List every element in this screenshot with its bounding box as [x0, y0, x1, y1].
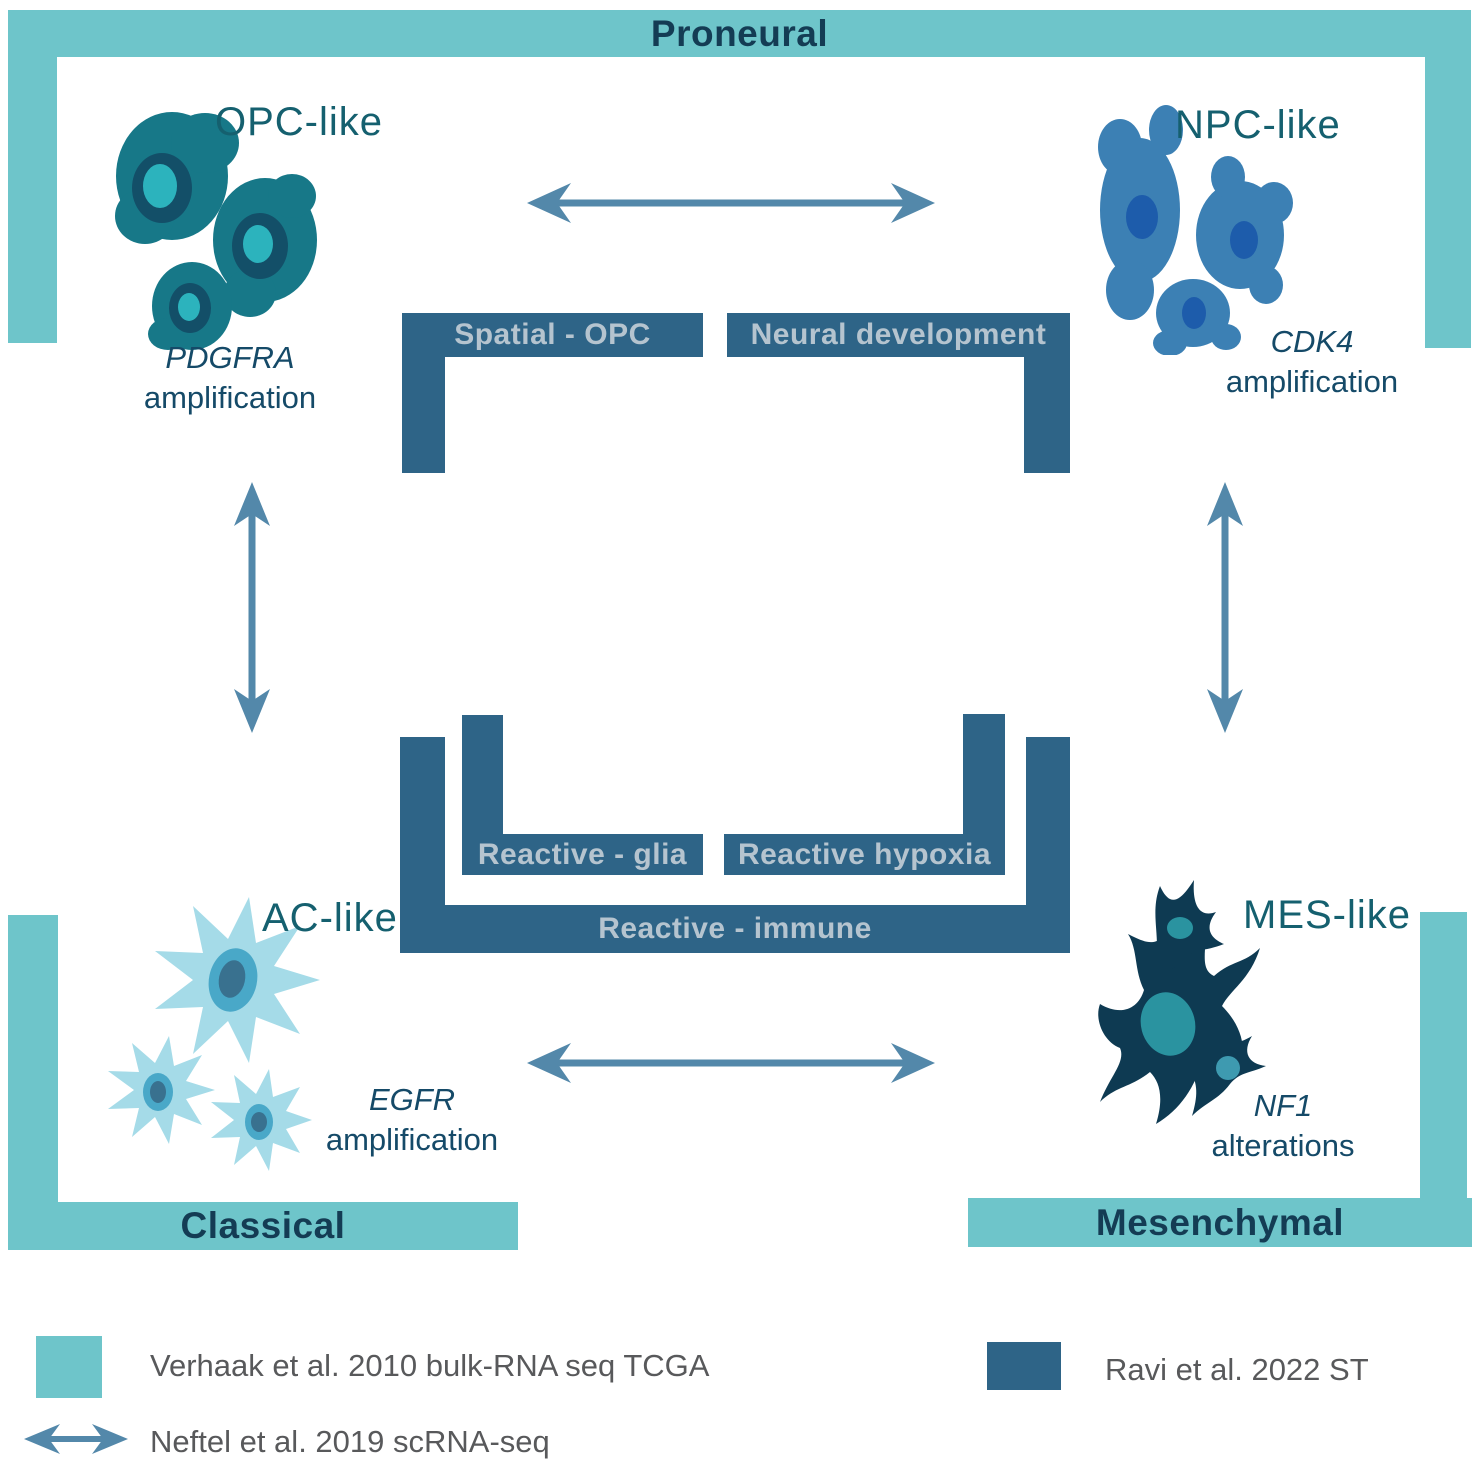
reactive-glia-label: Reactive - glia	[477, 837, 688, 871]
neural-development-label: Neural development	[750, 318, 1047, 351]
npc-mes-double-arrow-icon	[1203, 480, 1247, 735]
mesenchymal-label: Mesenchymal	[1095, 1201, 1345, 1243]
opc-like-label: OPC-like	[215, 100, 384, 144]
spatial-opc-bracket-leg	[402, 357, 445, 473]
reactive-hypoxia-box: Reactive hypoxia	[724, 834, 1005, 875]
reactive-glia-leg	[462, 715, 503, 834]
mes-gene-annotation: NF1 alterations	[1153, 1086, 1413, 1166]
proneural-left-bar	[8, 57, 57, 343]
npc-like-label: NPC-like	[1175, 103, 1341, 147]
opc-ac-double-arrow-icon	[230, 480, 274, 735]
mes-cells-illustration	[1072, 872, 1282, 1137]
neural-development-bracket-leg	[1024, 357, 1070, 473]
neural-development-box: Neural development	[727, 313, 1070, 357]
ac-like-label: AC-like	[262, 896, 398, 940]
npc-gene-alteration: amplification	[1225, 364, 1399, 399]
opc-npc-double-arrow-icon	[525, 181, 937, 225]
ac-gene-name: EGFR	[368, 1082, 456, 1117]
npc-gene-name: CDK4	[1270, 324, 1354, 359]
npc-cells-illustration	[1078, 85, 1308, 355]
spatial-opc-label: Spatial - OPC	[454, 318, 651, 351]
mes-like-label: MES-like	[1243, 893, 1412, 937]
opc-gene-annotation: PDGFRA amplification	[100, 338, 360, 418]
mesenchymal-right-bar	[1420, 912, 1467, 1247]
ac-gene-alteration: amplification	[325, 1122, 499, 1157]
mes-gene-name: NF1	[1253, 1088, 1313, 1123]
spatial-opc-box: Spatial - OPC	[402, 313, 703, 357]
reactive-hypoxia-leg	[963, 714, 1005, 834]
npc-gene-annotation: CDK4 amplification	[1182, 322, 1442, 402]
proneural-right-bar	[1425, 57, 1471, 348]
proneural-band: Proneural	[8, 10, 1471, 57]
opc-gene-name: PDGFRA	[165, 340, 295, 375]
ravi-swatch-icon	[987, 1342, 1061, 1390]
ravi-legend-label: Ravi et al. 2022 ST	[1105, 1352, 1369, 1387]
ac-mes-double-arrow-icon	[525, 1041, 937, 1085]
opc-gene-alteration: amplification	[143, 380, 317, 415]
opc-cells-illustration	[100, 88, 335, 353]
reactive-immune-label: Reactive - immune	[598, 912, 872, 945]
neftel-legend-label: Neftel et al. 2019 scRNA-seq	[150, 1424, 550, 1459]
classical-left-bar	[8, 915, 58, 1250]
ac-cells-illustration	[95, 885, 365, 1175]
reactive-glia-box: Reactive - glia	[462, 834, 703, 875]
verhaak-swatch-icon	[36, 1336, 102, 1398]
verhaak-legend-label: Verhaak et al. 2010 bulk-RNA seq TCGA	[150, 1348, 710, 1383]
reactive-hypoxia-label: Reactive hypoxia	[737, 837, 992, 871]
mes-gene-alteration: alterations	[1211, 1128, 1355, 1163]
ac-gene-annotation: EGFR amplification	[282, 1080, 542, 1160]
reactive-immune-box: Reactive - immune	[400, 905, 1070, 953]
neftel-double-arrow-icon	[22, 1420, 130, 1458]
mesenchymal-band: Mesenchymal	[968, 1198, 1472, 1247]
proneural-label: Proneural	[650, 12, 829, 54]
classical-label: Classical	[180, 1205, 346, 1246]
classical-band: Classical	[8, 1202, 518, 1250]
